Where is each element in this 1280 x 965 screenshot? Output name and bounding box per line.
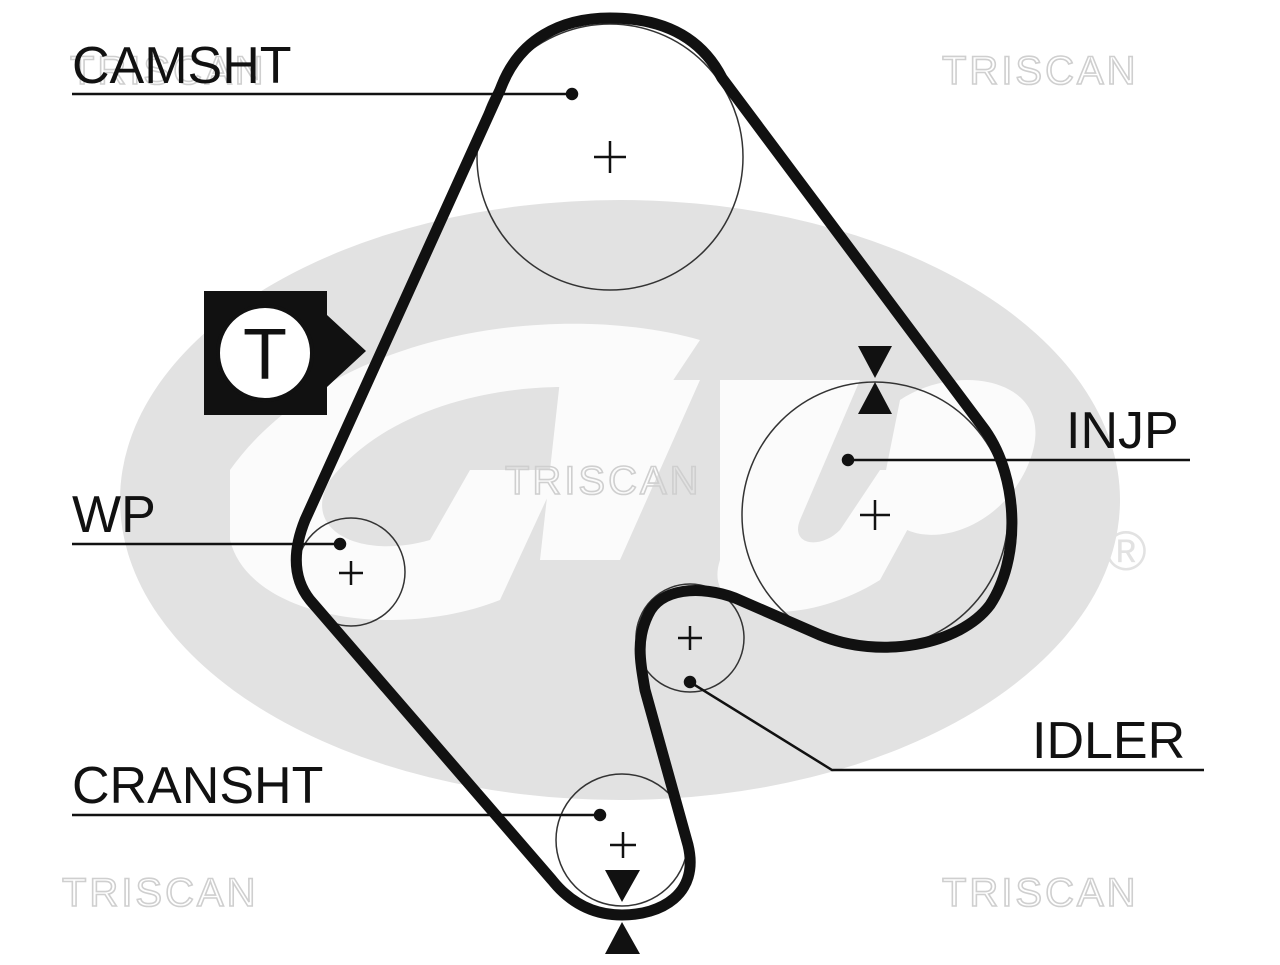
tensioner-badge: T xyxy=(204,291,366,415)
label-water-pump: WP xyxy=(72,486,156,544)
tensioner-letter: T xyxy=(243,315,287,395)
timing-marks xyxy=(605,346,892,954)
leader-injection-pump-dot xyxy=(841,453,855,467)
leader-lines xyxy=(72,87,1204,822)
crankshaft-timing-mark-lower xyxy=(605,922,640,954)
crankshaft-timing-mark-upper xyxy=(605,870,640,902)
label-idler: IDLER xyxy=(1032,712,1185,770)
tensioner-badge-circle xyxy=(216,304,314,402)
registered-mark: ® xyxy=(1105,519,1146,582)
leader-camshaft-dot xyxy=(565,87,579,101)
injection-pump-timing-mark-lower xyxy=(858,382,892,414)
camshaft-center-cross xyxy=(594,141,626,173)
triscan-watermark-bottom-left: TRISCAN xyxy=(62,871,259,915)
leader-water-pump-dot xyxy=(333,537,347,551)
triscan-watermark-top-left: TRISCAN xyxy=(70,49,267,93)
injection-pump-center-cross xyxy=(860,500,890,530)
crankshaft-center-cross xyxy=(610,832,636,858)
leader-idler-dot xyxy=(683,675,697,689)
idler-center-cross xyxy=(678,626,702,650)
water-pump-center-cross xyxy=(339,561,363,585)
leader-crankshaft-dot xyxy=(593,808,607,822)
triscan-watermarks: TRISCAN TRISCAN TRISCAN TRISCAN TRISCAN xyxy=(61,48,1139,916)
label-camshaft: CAMSHT xyxy=(72,37,292,95)
triscan-watermark-bottom-right: TRISCAN xyxy=(942,871,1139,915)
injection-pump-timing-mark-upper xyxy=(858,346,892,378)
triscan-watermark-top-right: TRISCAN xyxy=(942,49,1139,93)
leader-idler xyxy=(689,680,1204,772)
gates-logo-letterform xyxy=(230,323,1036,620)
label-crankshaft: CRANSHT xyxy=(72,757,323,815)
label-injection-pump: INJP xyxy=(1066,402,1179,460)
labels: CAMSHT INJP WP IDLER CRANSHT xyxy=(72,37,1185,815)
triscan-watermark-center: TRISCAN xyxy=(505,459,702,503)
pulley-centers xyxy=(339,141,890,858)
timing-belt xyxy=(290,12,1018,921)
camshaft-pulley xyxy=(476,23,744,291)
